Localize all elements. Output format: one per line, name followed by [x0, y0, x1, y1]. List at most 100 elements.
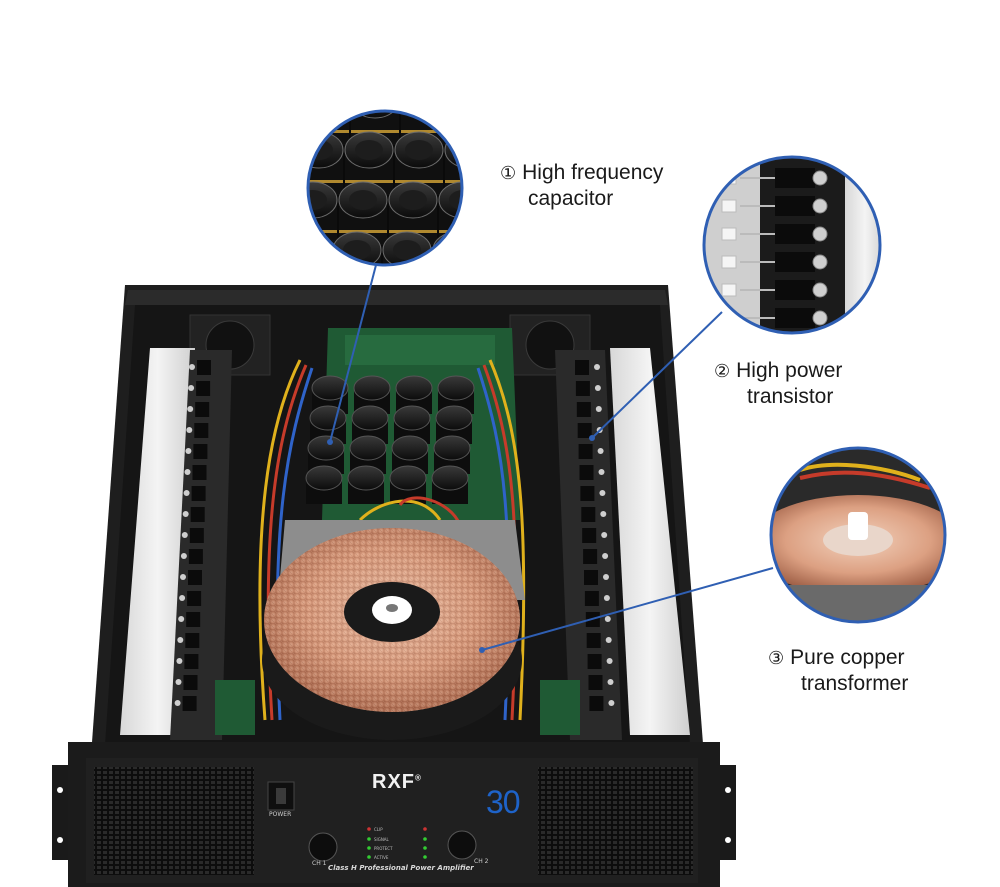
transistor: [182, 696, 197, 711]
transistor: [192, 465, 207, 480]
transistor: [584, 591, 599, 606]
screw: [177, 637, 184, 643]
screw: [179, 595, 186, 601]
capacitor-top: [431, 465, 469, 491]
screw: [605, 637, 612, 643]
capacitor-top: [309, 405, 347, 431]
led-label-signal: SIGNAL: [374, 837, 389, 842]
screw: [187, 406, 194, 412]
callout-dot-1: [327, 439, 333, 445]
transistor: [587, 654, 602, 669]
transistor: [193, 444, 208, 459]
transistor: [582, 528, 597, 543]
callout-line1: High power: [736, 359, 843, 382]
screw: [183, 490, 190, 496]
transistor: [583, 549, 598, 564]
screw: [608, 700, 615, 706]
screw: [595, 406, 602, 412]
screw: [599, 490, 606, 496]
screw: [597, 448, 604, 454]
transistor: [188, 570, 202, 585]
transistor: [588, 675, 603, 690]
ch2-volume-knob[interactable]: [448, 831, 476, 859]
transistor: [575, 381, 590, 396]
transistor: [580, 486, 595, 501]
transistor: [576, 402, 591, 417]
model-number: 30: [486, 784, 521, 820]
screw: [601, 532, 608, 538]
front-subtitle: Class H Professional Power Amplifier: [328, 864, 474, 872]
screw: [604, 616, 611, 622]
screw: [606, 658, 613, 664]
screw: [594, 385, 601, 391]
screw: [180, 574, 186, 580]
capacitor-top: [347, 465, 385, 491]
transistor: [579, 465, 594, 480]
callout-number: ②: [714, 361, 731, 382]
capacitor-top: [311, 375, 349, 401]
led-label-clip: CLIP: [374, 827, 383, 832]
capacitor-top: [433, 435, 471, 461]
callout-line1: High frequency: [522, 161, 664, 184]
transistor: [188, 549, 203, 564]
capacitor-top: [349, 435, 387, 461]
screw: [176, 658, 183, 664]
screw: [185, 448, 192, 454]
screw: [188, 385, 195, 391]
screw: [180, 553, 187, 559]
capacitor-top: [353, 375, 391, 401]
brand-logo: RXF®: [372, 771, 422, 794]
capacitor-top: [435, 405, 473, 431]
front-panel: [52, 742, 736, 887]
transistor: [183, 675, 198, 690]
screw: [600, 511, 607, 517]
transistor: [187, 591, 202, 606]
ch2-label: CH 2: [474, 858, 489, 865]
capacitor-bank: [305, 375, 475, 504]
zoom-transistor: [702, 155, 882, 335]
capacitor-top: [351, 405, 389, 431]
screw: [175, 679, 182, 685]
power-switch[interactable]: [268, 782, 294, 810]
transistor-row-left: [174, 360, 211, 711]
transistor: [194, 423, 209, 438]
screw: [603, 595, 610, 601]
transistor: [195, 402, 210, 417]
capacitor-top: [305, 465, 343, 491]
led-label-protect: PROTECT: [374, 846, 393, 851]
transistor: [577, 423, 592, 438]
zoom-transformer: [769, 446, 947, 624]
callout-dot-3: [479, 647, 485, 653]
screw: [182, 511, 189, 517]
transistor: [196, 381, 211, 396]
transistor: [586, 633, 601, 648]
transistor: [185, 633, 200, 648]
heatsink-right: [555, 348, 690, 740]
capacitor-top: [395, 375, 433, 401]
screw: [189, 364, 195, 370]
transistor: [186, 612, 201, 627]
screw: [174, 700, 181, 706]
transistor-row-right: [575, 360, 615, 711]
screw: [181, 532, 188, 538]
callout-line2: capacitor: [528, 187, 614, 210]
callout-lines: [329, 264, 774, 651]
screw: [594, 364, 600, 370]
transistor: [584, 570, 598, 585]
capacitor-top: [307, 435, 345, 461]
transistor: [581, 507, 596, 522]
callout-number: ③: [768, 648, 785, 669]
screw: [598, 469, 605, 475]
callout-line2: transistor: [747, 385, 834, 408]
capacitor-top: [437, 375, 475, 401]
ch1-volume-knob[interactable]: [309, 833, 337, 861]
transistor: [190, 507, 205, 522]
transistor: [197, 360, 211, 375]
transistor: [575, 360, 589, 375]
screw: [603, 574, 609, 580]
screw: [602, 553, 609, 559]
